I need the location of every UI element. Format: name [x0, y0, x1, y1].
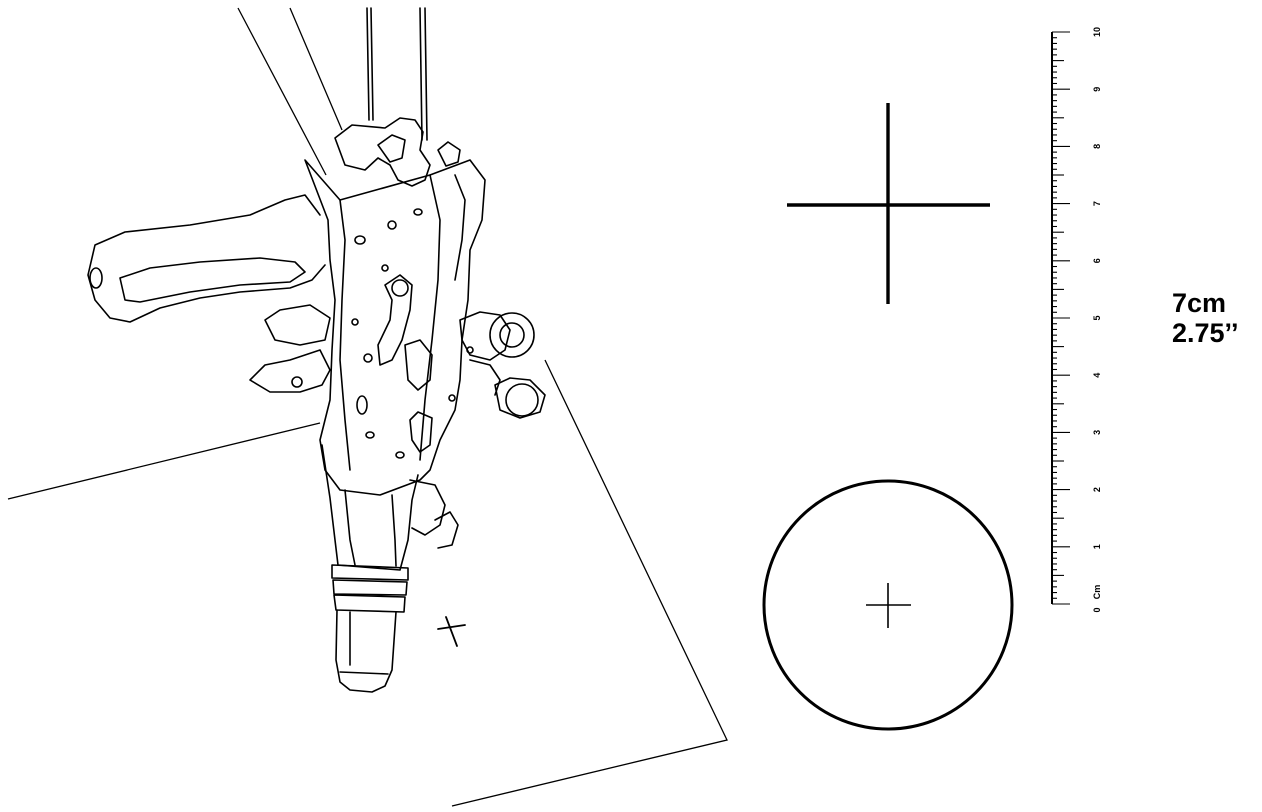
- ruler-tick-label: 8: [1092, 144, 1102, 149]
- ruler-tick-label: 4: [1092, 373, 1102, 378]
- ruler-unit-label: Cm: [1092, 585, 1102, 600]
- circle-target-icon: [762, 479, 1014, 731]
- measurement-metric: 7cm: [1172, 288, 1227, 318]
- x-mark-icon: [437, 616, 466, 647]
- ruler-tick-label: 9: [1092, 87, 1102, 92]
- crosshair-icon: [787, 103, 990, 304]
- ruler-tick-label: 1: [1092, 544, 1102, 549]
- paper-sheet: [7, 7, 728, 807]
- ruler-tick-label: 7: [1092, 201, 1102, 206]
- measurement-imperial: 2.75’’: [1172, 318, 1239, 348]
- ruler-tick-label: 2: [1092, 487, 1102, 492]
- ruler-tick-label: 10: [1092, 27, 1102, 37]
- ruler-tick-label: 3: [1092, 430, 1102, 435]
- ruler-tick-label: 0: [1092, 607, 1102, 612]
- device-illustration: [87, 7, 546, 693]
- measurement-label: 7cm 2.75’’: [1172, 288, 1239, 348]
- ruler-tick-label: 6: [1092, 258, 1102, 263]
- ruler-tick-label: 5: [1092, 315, 1102, 320]
- ruler: 0 1 2 3 4 5 6 7 8 9 10 Cm: [1051, 27, 1102, 613]
